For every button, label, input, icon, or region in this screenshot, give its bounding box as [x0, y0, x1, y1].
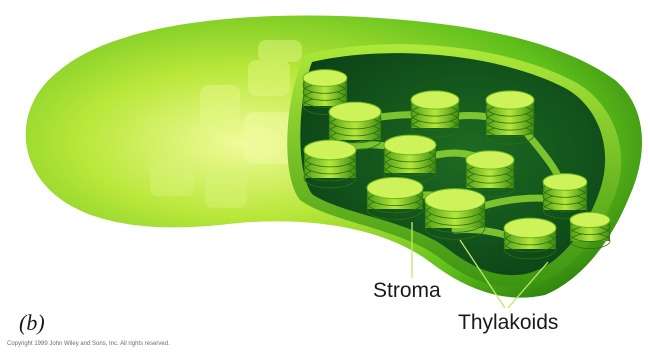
thylakoids-label: Thylakoids: [458, 311, 558, 335]
granum-top: [486, 91, 534, 109]
thylakoid-disc: [304, 171, 356, 178]
granum-top: [466, 151, 514, 169]
thylakoid-disc: [411, 114, 459, 121]
thylakoid-disc: [329, 126, 381, 133]
thylakoid-disc: [486, 121, 534, 128]
thylakoid-disc: [384, 166, 436, 173]
panel-label: (b): [19, 310, 45, 336]
thylakoid-disc: [570, 234, 610, 241]
thylakoid-disc: [486, 128, 534, 135]
granum-top: [425, 189, 485, 212]
thylakoid-disc: [329, 133, 381, 140]
thylakoid-disc: [411, 121, 459, 128]
thylakoid-disc: [384, 159, 436, 166]
thylakoid-disc: [466, 181, 514, 188]
granum-top: [570, 212, 610, 227]
granum-top: [384, 135, 436, 155]
stroma-label: Stroma: [373, 279, 441, 303]
thylakoid-disc: [504, 242, 556, 249]
copyright-notice: Copyright 1999 John Wiley and Sons, Inc.…: [7, 341, 170, 347]
granum-top: [303, 70, 347, 87]
thylakoid-disc: [304, 164, 356, 171]
granum-top: [329, 102, 381, 122]
granum-top: [367, 177, 423, 198]
thylakoid-disc: [466, 174, 514, 181]
granum-top: [411, 91, 459, 109]
granum-top: [543, 174, 587, 191]
thylakoid-disc: [486, 114, 534, 121]
granum-top: [504, 218, 556, 238]
granum-top: [304, 140, 356, 160]
